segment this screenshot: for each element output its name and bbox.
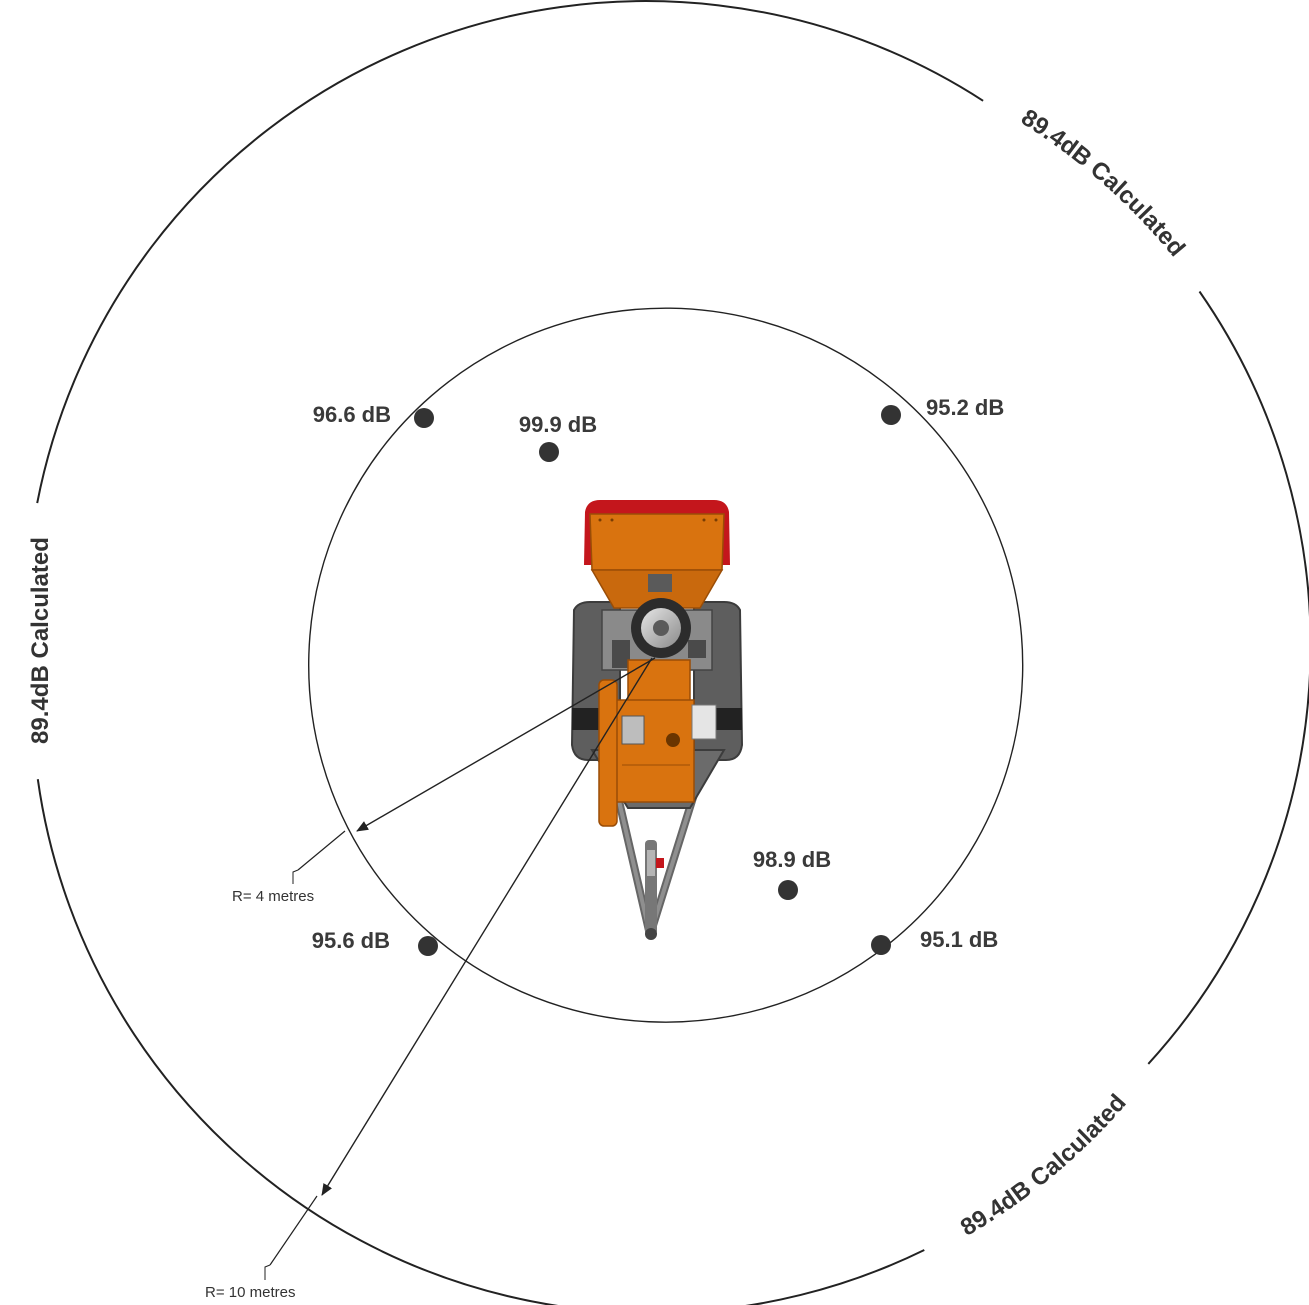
measurement-value: 96.6 dB [313, 402, 391, 427]
measurement-value: 95.6 dB [312, 928, 390, 953]
measurement-value: 95.2 dB [926, 395, 1004, 420]
measurement-dot-icon [881, 405, 901, 425]
measurement-value: 99.9 dB [519, 412, 597, 437]
radius-pointer-10m: R= 10 metres [205, 657, 653, 1301]
calculated-label-top-right: 89.4dB Calculated [1016, 104, 1190, 262]
measurement-point: 98.9 dB [753, 847, 831, 900]
measurement-dot-icon [871, 935, 891, 955]
calculated-label-bottom-right: 89.4dB Calculated [956, 1089, 1132, 1241]
measurement-dot-icon [414, 408, 434, 428]
radius-pointer-4m: R= 4 metres [232, 657, 656, 905]
measurement-points: 96.6 dB 99.9 dB 95.2 dB 98.9 dB 95.6 dB … [312, 395, 1004, 956]
trailer-mounted-machine-icon [570, 500, 744, 940]
measurement-dot-icon [539, 442, 559, 462]
measurement-point: 95.2 dB [881, 395, 1004, 425]
measurement-value: 98.9 dB [753, 847, 831, 872]
measurement-dot-icon [418, 936, 438, 956]
radius-label-4m: R= 4 metres [232, 888, 314, 905]
measurement-dot-icon [778, 880, 798, 900]
radius-label-10m: R= 10 metres [205, 1284, 295, 1301]
calculated-label-left: 89.4dB Calculated [27, 537, 54, 744]
measurement-point: 96.6 dB [313, 402, 434, 428]
measurement-value: 95.1 dB [920, 927, 998, 952]
measurement-point: 95.1 dB [871, 927, 998, 955]
measurement-point: 95.6 dB [312, 928, 438, 956]
measurement-point: 99.9 dB [519, 412, 597, 462]
inner-noise-circle [308, 307, 1024, 1023]
